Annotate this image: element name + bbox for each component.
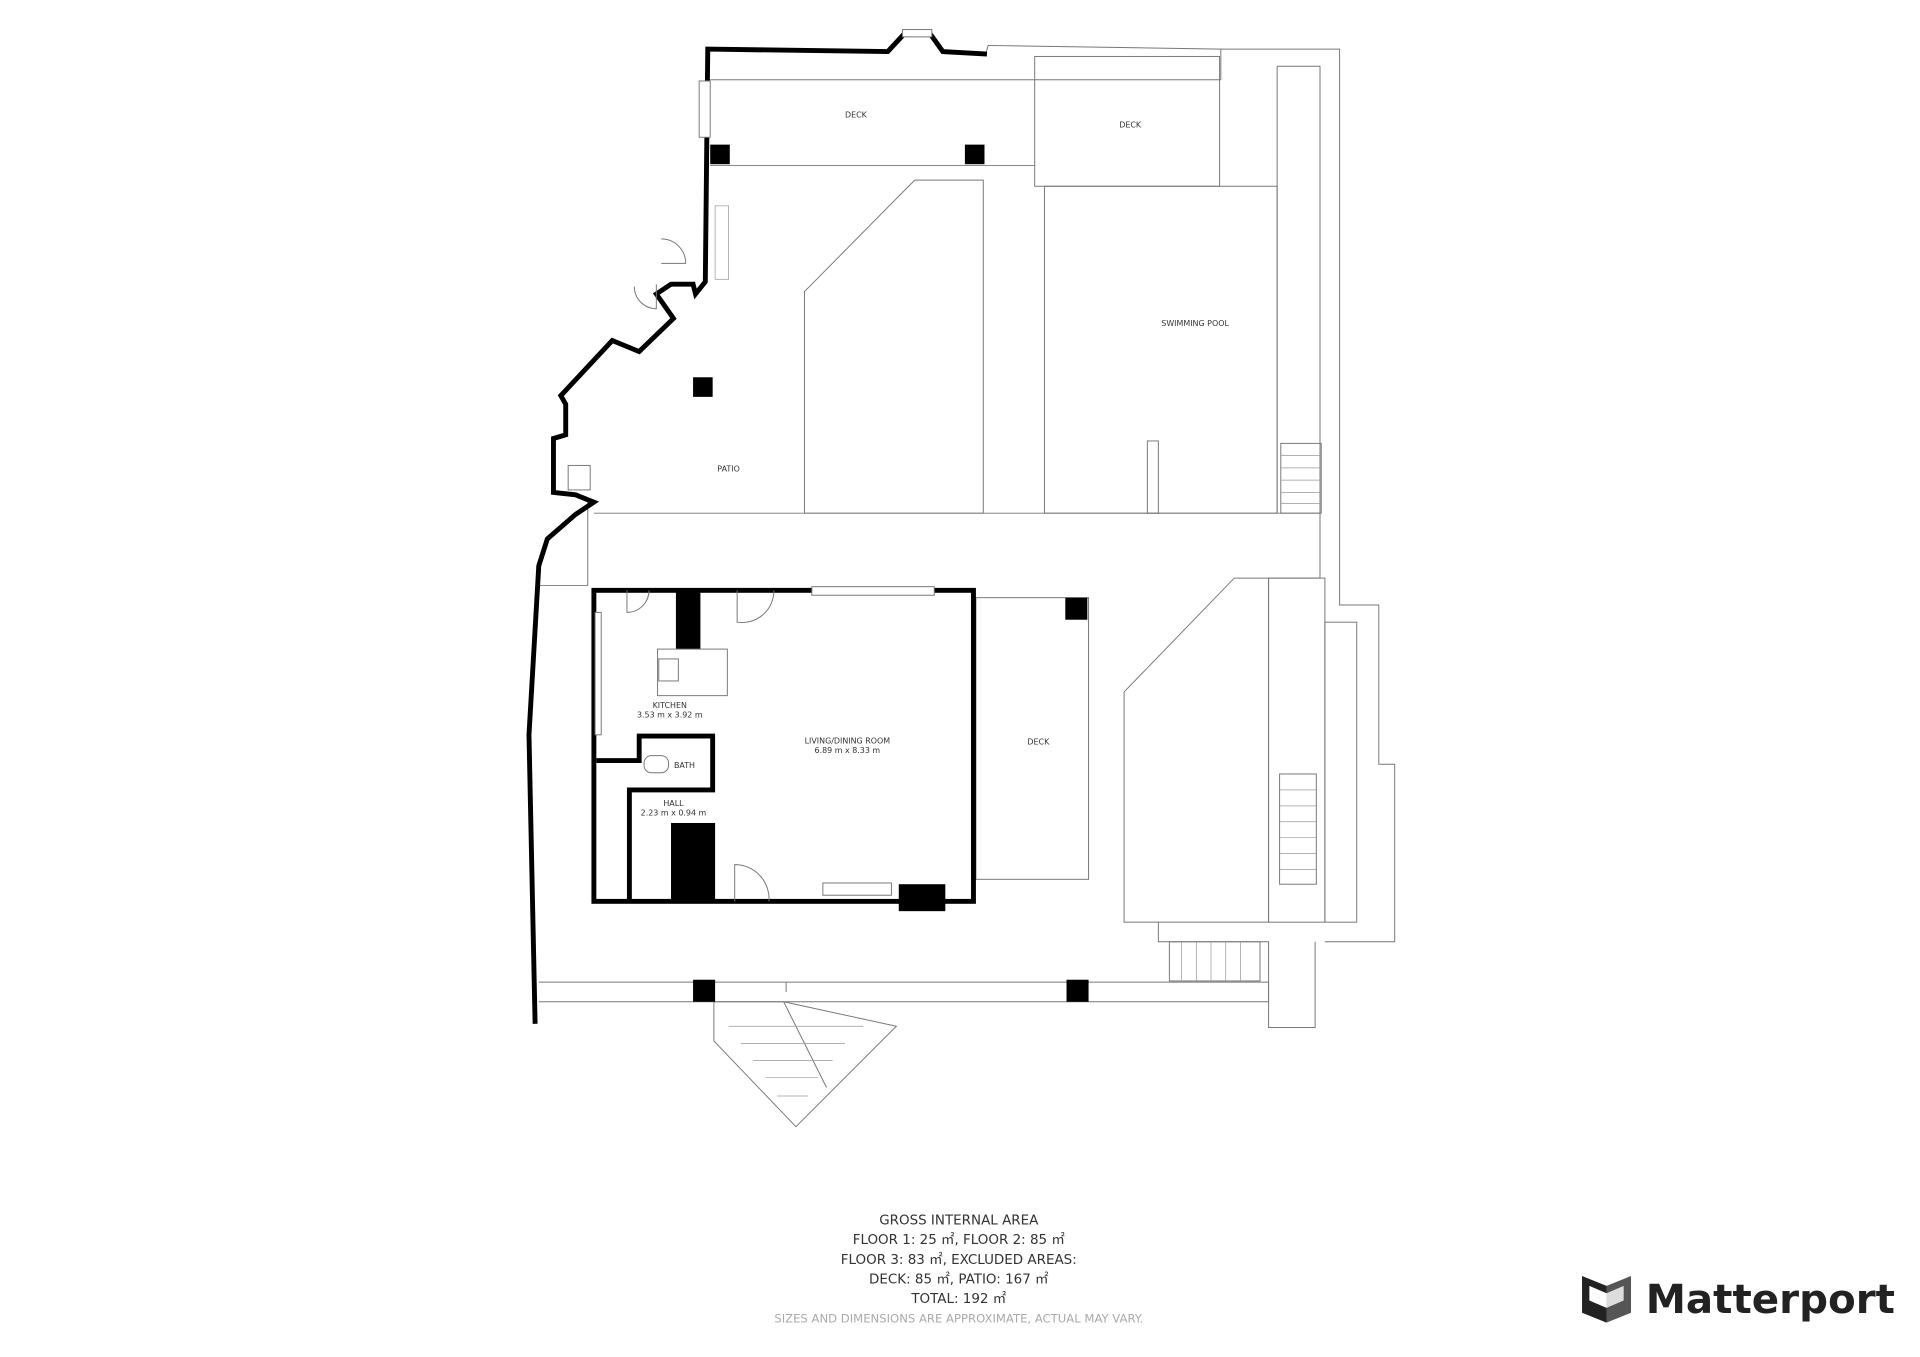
exterior-walls <box>526 31 1089 1024</box>
brand-name: Matterport <box>1646 1275 1895 1323</box>
label-deck-north-left: DECK <box>845 111 868 120</box>
room-labels: DECK DECK SWIMMING POOL PATIO KITCHEN 3.… <box>637 111 1229 818</box>
summary-line-1: FLOOR 1: 25 ㎡, FLOOR 2: 85 ㎡ <box>853 1232 1066 1248</box>
thin-outlines <box>538 44 1396 1128</box>
summary-line-3: DECK: 85 ㎡, PATIO: 167 ㎡ <box>869 1271 1049 1287</box>
summary-total: TOTAL: 192 ㎡ <box>910 1291 1006 1307</box>
label-deck-north-right: DECK <box>1119 120 1142 129</box>
label-kitchen: KITCHEN <box>653 701 687 710</box>
label-living-dining: LIVING/DINING ROOM <box>805 736 891 745</box>
label-hall: HALL <box>663 799 684 808</box>
summary-line-2: FLOOR 3: 83 ㎡, EXCLUDED AREAS: <box>841 1252 1077 1268</box>
matterport-logo-icon <box>1582 1276 1632 1323</box>
label-hall-dims: 2.23 m x 0.94 m <box>641 809 707 818</box>
label-patio: PATIO <box>717 465 740 474</box>
stairs <box>714 205 1322 1097</box>
openings <box>567 29 935 902</box>
summary-title: GROSS INTERNAL AREA <box>879 1214 1039 1229</box>
label-living-dims: 6.89 m x 8.33 m <box>815 746 881 755</box>
label-swimming-pool: SWIMMING POOL <box>1161 319 1229 328</box>
label-bath: BATH <box>674 761 695 770</box>
label-deck-east: DECK <box>1027 738 1050 747</box>
disclaimer: SIZES AND DIMENSIONS ARE APPROXIMATE, AC… <box>774 1312 1143 1326</box>
area-summary: GROSS INTERNAL AREA FLOOR 1: 25 ㎡, FLOOR… <box>774 1214 1143 1326</box>
label-kitchen-dims: 3.53 m x 3.92 m <box>637 711 703 720</box>
